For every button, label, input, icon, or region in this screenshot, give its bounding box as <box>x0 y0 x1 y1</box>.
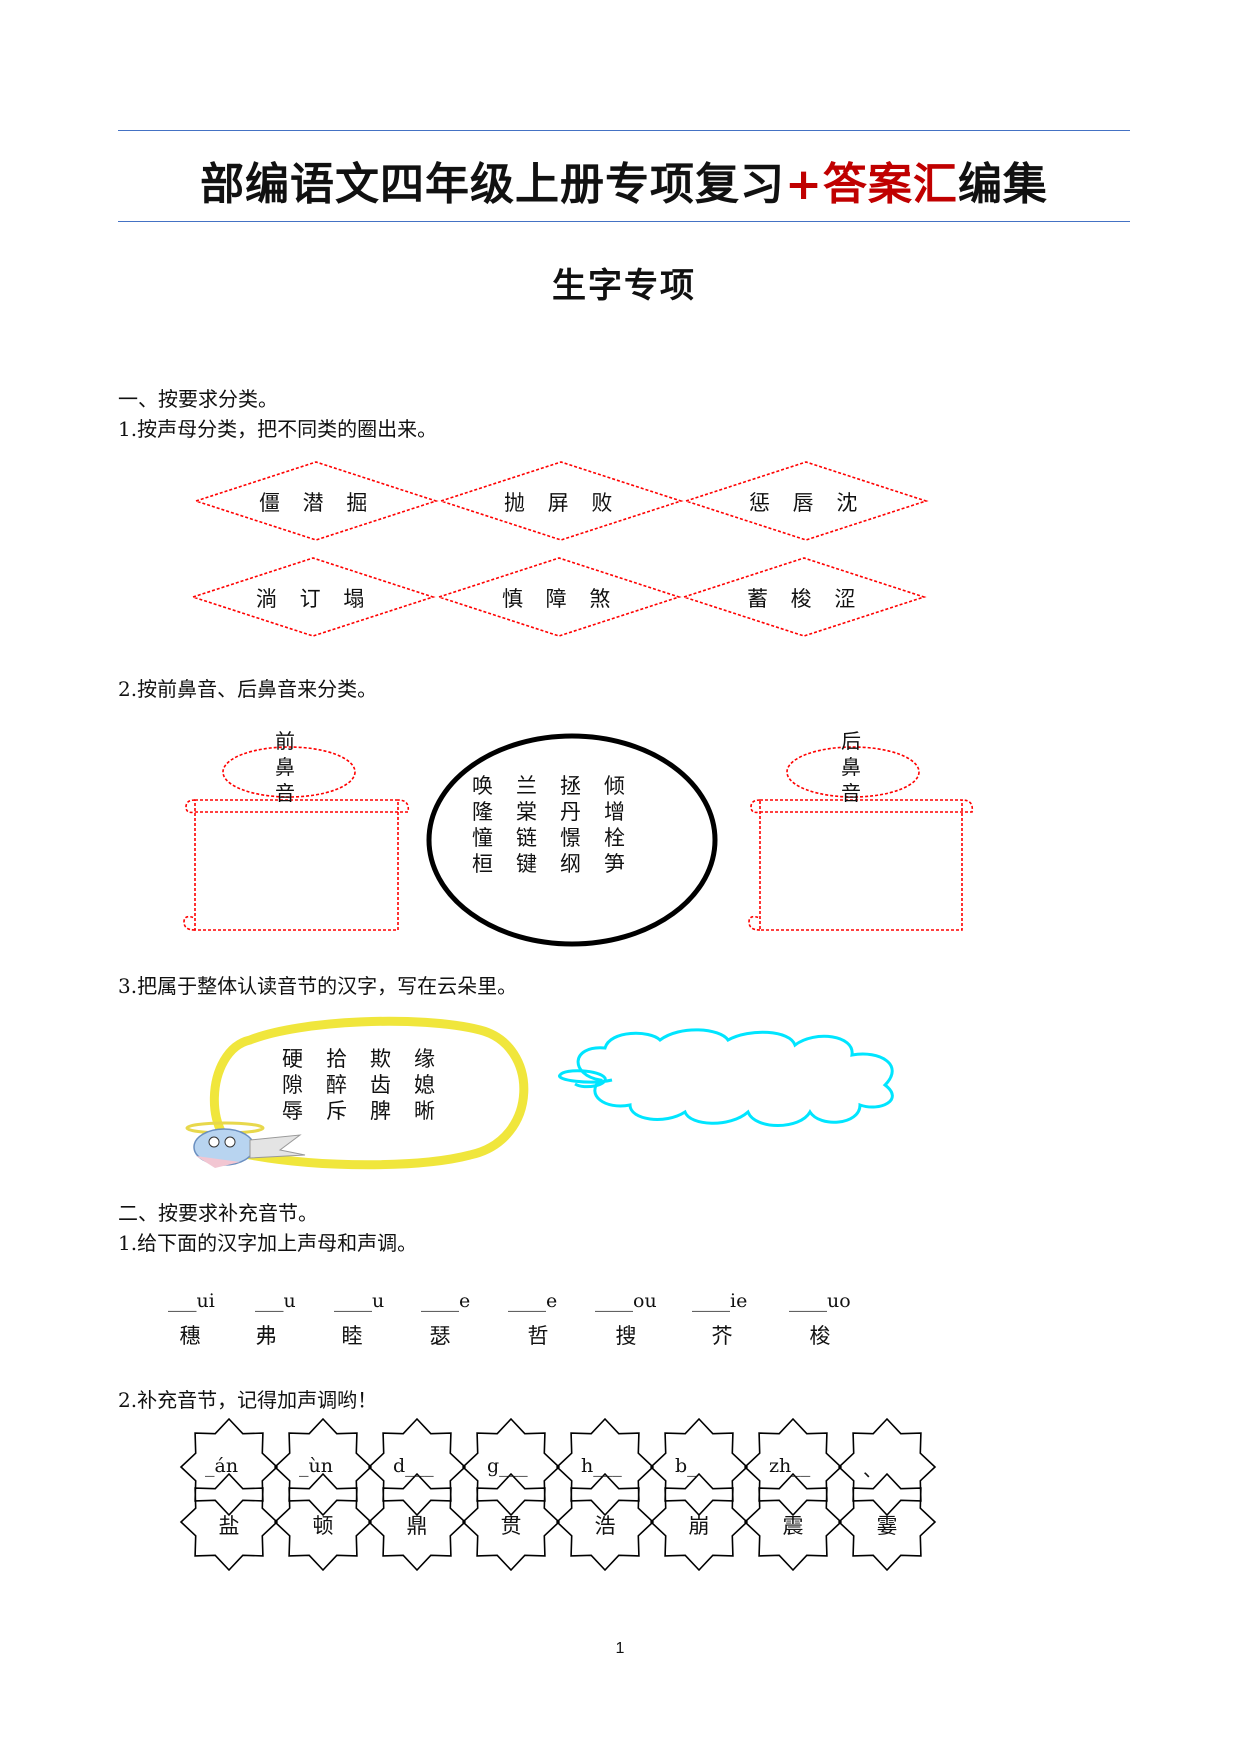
scroll-shapes <box>183 746 974 931</box>
angel-icon <box>185 1121 306 1168</box>
oval-character-grid: 唤兰拯倾 隆棠丹增 憧链憬栓 桓键纲笋 <box>472 774 625 876</box>
star-syllable-3[interactable]: d___ <box>393 1455 434 1477</box>
star-tile-top-6 <box>649 1417 749 1517</box>
diamond-4-text: 淌 订 塌 <box>256 587 373 611</box>
diamond-shapes <box>190 461 929 637</box>
star-tile-bottom-3 <box>367 1472 467 1572</box>
blank-character-1: 穗 <box>179 1324 201 1348</box>
star-syllable-8[interactable]: 、 <box>863 1459 883 1481</box>
character-oval <box>426 733 718 947</box>
star-tile-top-2 <box>273 1417 373 1517</box>
page-number: 1 <box>615 1640 625 1657</box>
blank-character-5: 哲 <box>527 1324 549 1348</box>
star-syllable-4[interactable]: g___ <box>487 1455 528 1477</box>
diamond-2-text: 抛 屏 败 <box>504 491 621 515</box>
star-tile-bottom-7 <box>743 1472 843 1572</box>
blank-character-2: 弗 <box>255 1324 277 1348</box>
star-tile-top-8 <box>837 1417 937 1517</box>
q3-instruction: 3.把属于整体认读音节的汉字，写在云朵里。 <box>118 974 518 998</box>
star-character-1: 盐 <box>218 1514 240 1538</box>
blank-character-8: 梭 <box>809 1324 831 1348</box>
star-character-8: 霎 <box>876 1514 898 1538</box>
page-title: 部编语文四年级上册专项复习+答案汇编集 <box>118 148 1130 212</box>
front-nasal-label: 前鼻音 <box>275 729 295 805</box>
speech-bubble <box>209 1016 529 1170</box>
section2-heading: 二、按要求补充音节。 <box>118 1201 318 1225</box>
back-nasal-label: 后鼻音 <box>841 729 861 805</box>
q1-instruction: 1.按声母分类，把不同类的圈出来。 <box>118 417 438 441</box>
title-part1: 部编语文四年级上册专项复习 <box>200 159 786 210</box>
star-tile-bottom-5 <box>555 1472 655 1572</box>
diamond-6-text: 蓄 梭 涩 <box>747 587 864 611</box>
star-tile-bottom-2 <box>273 1472 373 1572</box>
star-tile-top-7 <box>743 1417 843 1517</box>
diamond-5-text: 慎 障 煞 <box>502 587 619 611</box>
pinyin-blank-7[interactable]: ____ie <box>692 1290 748 1312</box>
star-syllable-2[interactable]: _ùn <box>299 1455 333 1477</box>
bubble-character-grid: 硬拾欺缘 隙醉齿媳 辱斥脾晰 <box>282 1047 435 1123</box>
title-highlight: +答案汇 <box>785 159 958 210</box>
s2-q1-instruction: 1.给下面的汉字加上声母和声调。 <box>118 1231 418 1255</box>
diamond-1-text: 僵 潜 掘 <box>259 491 376 515</box>
pinyin-blank-5[interactable]: ____e <box>508 1290 558 1312</box>
star-tile-bottom-6 <box>649 1472 749 1572</box>
top-rule <box>118 130 1130 131</box>
star-syllable-1[interactable]: _án <box>205 1455 239 1477</box>
cloud-shape <box>576 1028 894 1127</box>
s2-q2-instruction: 2.补充音节，记得加声调哟！ <box>118 1388 378 1412</box>
star-character-7: 震 <box>782 1514 804 1538</box>
star-tile-top-5 <box>555 1417 655 1517</box>
star-character-4: 贯 <box>500 1514 522 1538</box>
star-tile-top-1 <box>179 1417 279 1517</box>
pinyin-blank-1[interactable]: ___ui <box>168 1290 215 1312</box>
star-syllable-6[interactable]: b_ <box>675 1455 697 1477</box>
q2-instruction: 2.按前鼻音、后鼻音来分类。 <box>118 677 378 701</box>
section1-heading: 一、按要求分类。 <box>118 387 278 411</box>
cloud-swirl <box>558 1069 613 1089</box>
section-title: 生字专项 <box>552 266 696 306</box>
star-tiles <box>179 1417 937 1572</box>
star-character-5: 浩 <box>594 1514 616 1538</box>
blank-character-7: 芥 <box>711 1324 733 1348</box>
diamond-3-text: 惩 唇 沈 <box>749 491 866 515</box>
star-character-3: 鼎 <box>406 1514 428 1538</box>
bottom-rule <box>118 221 1130 222</box>
star-character-6: 崩 <box>688 1514 710 1538</box>
star-tile-bottom-8 <box>837 1472 937 1572</box>
star-syllable-5[interactable]: h___ <box>581 1455 622 1477</box>
pinyin-blank-2[interactable]: ___u <box>255 1290 296 1312</box>
star-tile-top-4 <box>461 1417 561 1517</box>
pinyin-blank-3[interactable]: ____u <box>334 1290 385 1312</box>
blank-character-4: 瑟 <box>429 1324 451 1348</box>
pinyin-blank-4[interactable]: ____e <box>421 1290 471 1312</box>
title-part2: 编集 <box>957 159 1048 210</box>
star-tile-bottom-1 <box>179 1472 279 1572</box>
star-tile-top-3 <box>367 1417 467 1517</box>
star-syllable-7[interactable]: zh__ <box>769 1455 811 1477</box>
pinyin-blank-8[interactable]: ____uo <box>789 1290 851 1312</box>
star-tile-bottom-4 <box>461 1472 561 1572</box>
pinyin-blank-6[interactable]: ____ou <box>595 1290 657 1312</box>
star-character-2: 顿 <box>312 1514 334 1538</box>
blank-character-6: 搜 <box>615 1324 637 1348</box>
blank-character-3: 睦 <box>341 1324 363 1348</box>
